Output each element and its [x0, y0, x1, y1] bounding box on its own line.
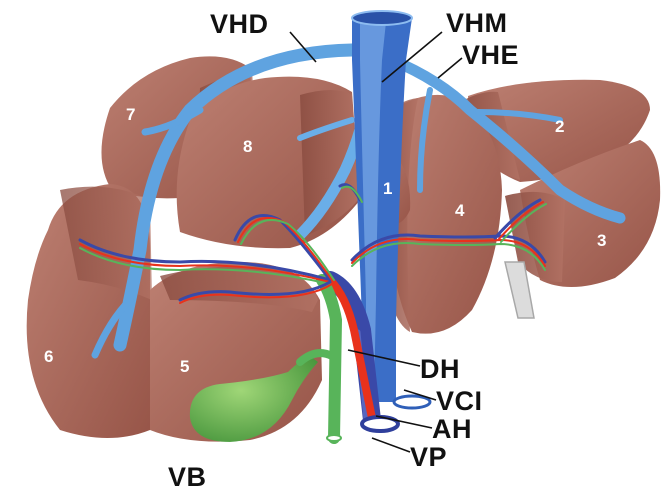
segment-label-2: 2 — [555, 117, 564, 136]
ivc-top-opening — [352, 11, 412, 25]
segment-label-4: 4 — [455, 201, 465, 220]
label-ah: AH — [432, 414, 472, 444]
label-vhm: VHM — [446, 8, 508, 38]
label-vhe: VHE — [462, 40, 519, 70]
label-vb: VB — [168, 462, 207, 491]
segment-label-8: 8 — [243, 137, 252, 156]
label-vp: VP — [410, 442, 447, 472]
label-vci: VCI — [436, 386, 483, 416]
label-vhd: VHD — [210, 9, 269, 39]
segment-label-6: 6 — [44, 347, 53, 366]
segment-label-1: 1 — [383, 179, 392, 198]
label-dh: DH — [420, 354, 460, 384]
segment-label-7: 7 — [126, 105, 135, 124]
segment-label-5: 5 — [180, 357, 189, 376]
segment-label-3: 3 — [597, 231, 606, 250]
liver-lobes — [27, 56, 661, 441]
ivc-bottom-opening — [394, 396, 430, 408]
